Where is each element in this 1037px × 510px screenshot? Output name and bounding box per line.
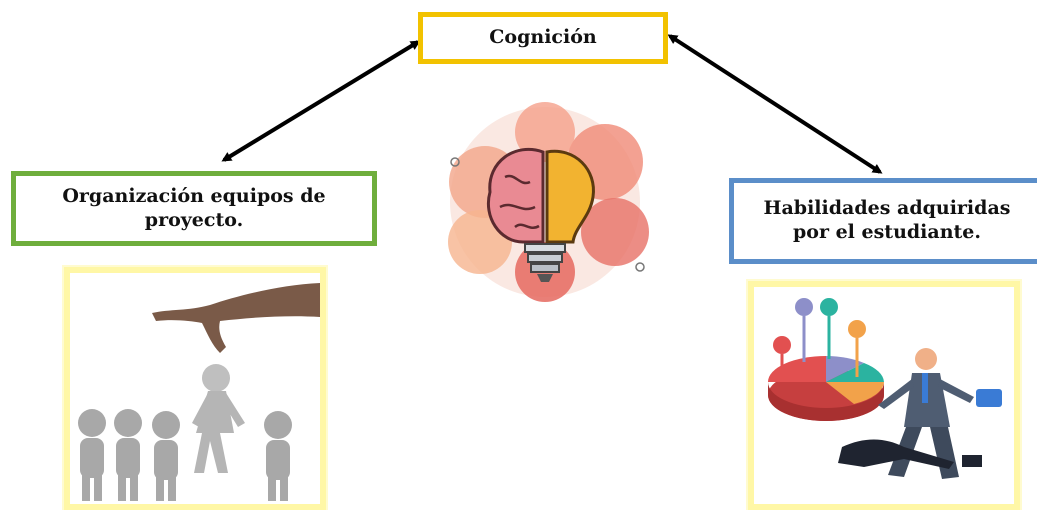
node-organizacion-label: Organización equipos de proyecto. xyxy=(62,184,326,231)
node-cognicion-label: Cognición xyxy=(489,26,597,49)
skills-image-frame xyxy=(748,281,1020,510)
node-habilidades-label: Habilidades adquiridas por el estudiante… xyxy=(763,197,1011,243)
brain-lightbulb-illustration xyxy=(448,102,649,302)
businessman-pie-chart-illustration xyxy=(768,298,1002,479)
node-organizacion: Organización equipos de proyecto. xyxy=(11,171,377,246)
hand-picking-figure-from-team-illustration xyxy=(78,283,320,501)
arrow-center-right xyxy=(667,34,883,174)
node-cognicion: Cognición xyxy=(418,12,668,64)
node-habilidades: Habilidades adquiridas por el estudiante… xyxy=(729,178,1037,264)
arrow-center-left xyxy=(221,40,421,162)
team-selection-image-frame xyxy=(64,267,326,510)
